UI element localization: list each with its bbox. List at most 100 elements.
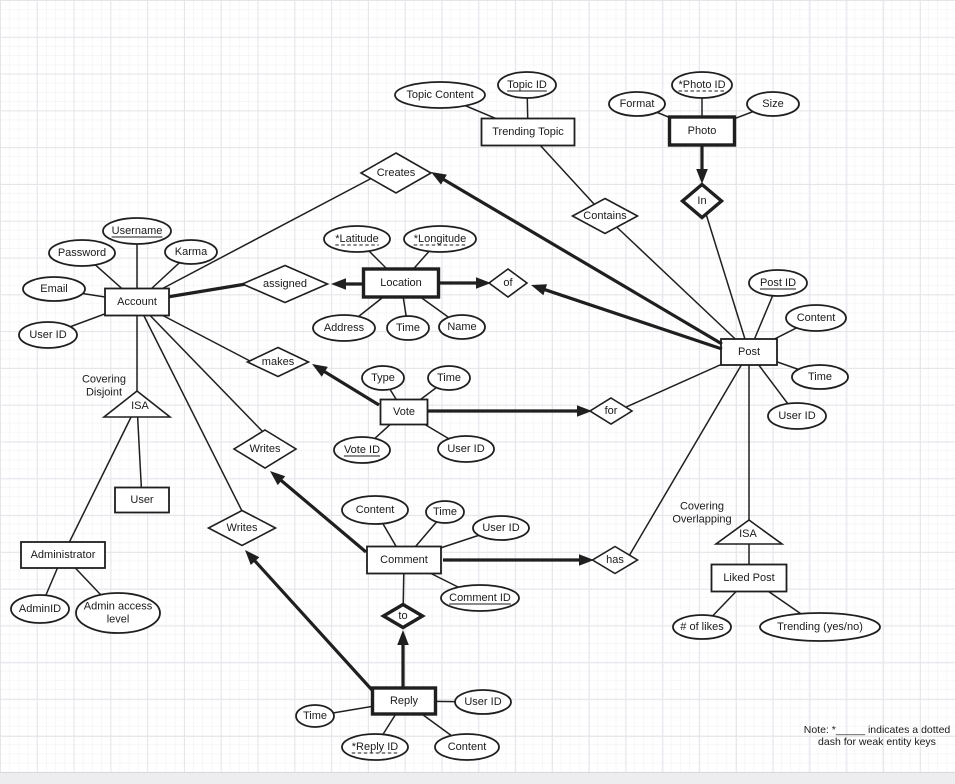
connector-post-creates[interactable] bbox=[440, 176, 723, 346]
attribute-time_vote[interactable] bbox=[427, 365, 471, 391]
attribute-name_loc[interactable] bbox=[438, 314, 486, 340]
attribute-time_post[interactable] bbox=[791, 364, 849, 390]
attribute-user_id_acct[interactable] bbox=[18, 321, 78, 349]
isa-triangle-isa1[interactable] bbox=[101, 389, 173, 418]
arrowhead-post-creates bbox=[431, 172, 447, 185]
entity-label-post: Post bbox=[738, 346, 760, 358]
entity-label-reply: Reply bbox=[390, 695, 419, 707]
connector-account-writes1[interactable] bbox=[136, 301, 266, 435]
arrowhead-reply-to bbox=[397, 630, 409, 645]
attribute-time_c[interactable] bbox=[425, 500, 465, 524]
arrowhead-reply-writes2 bbox=[245, 550, 260, 566]
entity-user[interactable] bbox=[114, 486, 170, 514]
attribute-label-user_id_acct: User ID bbox=[29, 329, 66, 341]
attribute-label-address: Address bbox=[324, 322, 365, 334]
relationship-for[interactable] bbox=[588, 397, 634, 425]
attribute-admin_access[interactable] bbox=[75, 592, 161, 634]
entity-location[interactable] bbox=[361, 267, 441, 299]
attribute-label-user_id_r: User ID bbox=[464, 696, 501, 708]
relationship-of[interactable] bbox=[487, 268, 529, 298]
connector-post-of[interactable] bbox=[541, 287, 723, 351]
attribute-user_id_post[interactable] bbox=[767, 402, 827, 430]
connector-isa1-user[interactable] bbox=[136, 404, 143, 501]
arrowhead-post-of bbox=[531, 284, 548, 296]
relationship-label-has: has bbox=[606, 554, 624, 566]
relationship-creates[interactable] bbox=[359, 152, 433, 194]
attribute-label-time_post: Time bbox=[808, 371, 832, 383]
attribute-time_r[interactable] bbox=[295, 704, 335, 728]
attribute-topic_content[interactable] bbox=[394, 81, 486, 109]
attribute-label-content_r: Content bbox=[448, 741, 487, 753]
entity-comment[interactable] bbox=[366, 545, 442, 575]
attribute-format[interactable] bbox=[608, 91, 666, 117]
attribute-type[interactable] bbox=[361, 365, 405, 391]
attribute-num_likes[interactable] bbox=[672, 614, 732, 640]
entity-post[interactable] bbox=[720, 338, 778, 366]
relationship-in[interactable] bbox=[679, 182, 725, 220]
attribute-time_loc[interactable] bbox=[386, 315, 430, 341]
relationship-contains[interactable] bbox=[570, 197, 640, 235]
relationship-to[interactable] bbox=[380, 602, 426, 630]
isa-triangle-isa2[interactable] bbox=[713, 519, 785, 545]
arrowhead-location-of bbox=[476, 277, 491, 289]
attribute-password[interactable] bbox=[48, 239, 116, 267]
attribute-label-reply_id: *Reply ID bbox=[352, 741, 399, 753]
attribute-label-topic_id: Topic ID bbox=[507, 79, 547, 91]
attribute-karma[interactable] bbox=[164, 239, 218, 265]
entity-administrator[interactable] bbox=[20, 541, 106, 569]
connector-vote-makes[interactable] bbox=[321, 368, 380, 407]
attribute-label-user_id_vote: User ID bbox=[447, 443, 484, 455]
attribute-label-karma: Karma bbox=[175, 246, 208, 258]
attribute-size[interactable] bbox=[746, 91, 800, 117]
attribute-admin_id[interactable] bbox=[10, 594, 70, 624]
attribute-label-email: Email bbox=[40, 283, 68, 295]
connector-account-creates[interactable] bbox=[136, 177, 373, 303]
connector-has-post[interactable] bbox=[628, 351, 750, 557]
attribute-label-time_vote: Time bbox=[437, 372, 461, 384]
attribute-user_id_r[interactable] bbox=[454, 689, 512, 715]
relationship-label-in: In bbox=[697, 195, 706, 207]
attribute-content_c[interactable] bbox=[341, 495, 409, 525]
arrowhead-comment-has bbox=[579, 554, 594, 566]
connector-in-post[interactable] bbox=[701, 200, 750, 353]
isa-label-isa1: ISA bbox=[131, 400, 149, 412]
attribute-user_id_c[interactable] bbox=[472, 515, 530, 541]
connector-isa1-administrator[interactable] bbox=[62, 404, 138, 556]
entity-label-comment: Comment bbox=[380, 554, 428, 566]
attribute-label-time_r: Time bbox=[303, 710, 327, 722]
attribute-address[interactable] bbox=[312, 314, 376, 342]
entity-liked_post[interactable] bbox=[710, 563, 788, 593]
attribute-label-latitude: *Latitude bbox=[335, 233, 378, 245]
attribute-label-content_c: Content bbox=[356, 504, 395, 516]
relationship-assigned[interactable] bbox=[240, 264, 330, 304]
attribute-label-size: Size bbox=[762, 98, 783, 110]
connector-account-writes2[interactable] bbox=[136, 301, 244, 514]
attribute-user_id_vote[interactable] bbox=[437, 435, 495, 463]
attribute-label-content_post: Content bbox=[797, 312, 836, 324]
relationship-has[interactable] bbox=[590, 545, 640, 575]
entity-trending_topic[interactable] bbox=[480, 117, 576, 147]
entity-vote[interactable] bbox=[379, 398, 429, 426]
attribute-trending[interactable] bbox=[759, 612, 881, 642]
relationship-writes2[interactable] bbox=[206, 509, 278, 547]
relationship-label-writes1: Writes bbox=[250, 443, 281, 455]
entity-account[interactable] bbox=[104, 287, 170, 317]
arrowhead-location-assigned bbox=[331, 278, 346, 290]
connector-reply-writes2[interactable] bbox=[251, 557, 374, 692]
attribute-content_post[interactable] bbox=[785, 304, 847, 332]
entity-label-administrator: Administrator bbox=[31, 549, 96, 561]
relationship-label-writes2: Writes bbox=[227, 522, 258, 534]
attribute-label-type: Type bbox=[371, 372, 395, 384]
connector-comment-writes1[interactable] bbox=[278, 477, 368, 554]
relationship-writes1[interactable] bbox=[232, 429, 298, 469]
connector-contains-post[interactable] bbox=[604, 215, 750, 353]
attribute-content_r[interactable] bbox=[434, 733, 500, 761]
relationship-makes[interactable] bbox=[245, 346, 311, 378]
attribute-email[interactable] bbox=[22, 276, 86, 302]
attribute-label-time_c: Time bbox=[433, 506, 457, 518]
attribute-label-num_likes: # of likes bbox=[680, 621, 724, 633]
entity-reply[interactable] bbox=[370, 686, 438, 716]
entity-photo[interactable] bbox=[667, 115, 737, 147]
